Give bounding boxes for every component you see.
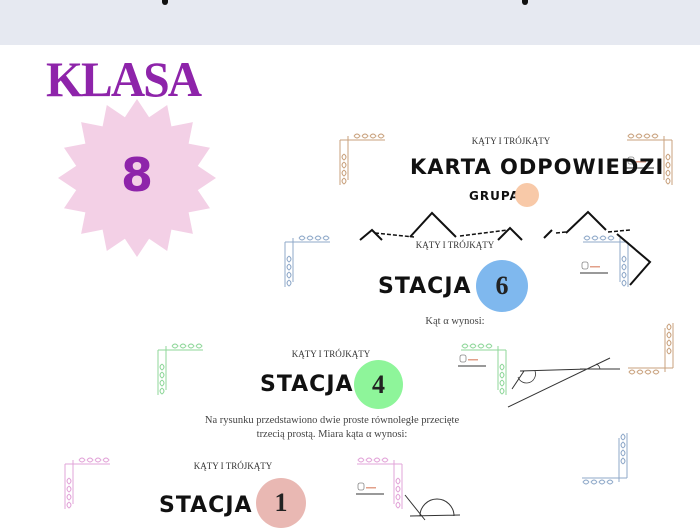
station-kicker: KĄTY I TRÓJKĄTY [193,461,273,471]
leaf-corner-icon [357,457,403,509]
leaf-corner-icon [582,433,628,485]
logo-icon [356,482,384,495]
group-color-dot [515,183,539,207]
leaf-corner-icon [339,133,385,185]
station-question-line1: Na rysunku przedstawiono dwie proste rów… [204,415,460,426]
logo-icon [626,156,654,169]
station-label: STACJA [159,493,253,518]
station-label: STACJA [260,372,354,397]
angle-diagram [359,210,652,286]
station-kicker: KĄTY I TRÓJKĄTY [415,240,495,250]
station-question-line2: trzecią prostą. Miara kąta α wynosi: [256,429,408,440]
answer-card-title: KARTA ODPOWIEDZI [410,155,665,179]
dot-icon [522,0,528,5]
leaf-corner-icon [157,343,203,395]
leaf-corner-icon [627,133,673,185]
leaf-corner-icon [583,235,629,287]
parallel-lines-diagram [507,357,620,408]
station-number-badge: 1 [256,478,306,528]
group-label: GRUPA [469,189,520,203]
leaf-corner-icon [64,457,110,509]
leaf-corner-icon [461,343,507,395]
station-kicker: KĄTY I TRÓJKĄTY [291,349,371,359]
top-band [0,0,700,45]
page-title: KLASA [46,51,202,107]
angle-diagram-dashed [374,229,631,238]
station-label: STACJA [378,274,472,299]
station-number-badge: 6 [476,260,528,312]
logo-icon [458,354,486,367]
answer-card-kicker: KĄTY I TRÓJKĄTY [471,136,551,146]
station-question: Kąt α wynosi: [425,316,485,327]
logo-icon [580,261,608,274]
station-number-badge: 4 [354,360,403,409]
starburst-icon [58,99,216,257]
leaf-corner-icon [284,235,330,287]
dot-icon [162,0,168,5]
angle-arc [517,363,601,384]
angle-diagram-station1 [404,494,461,521]
grade-number: 8 [120,148,153,202]
leaf-corner-icon [628,323,674,375]
